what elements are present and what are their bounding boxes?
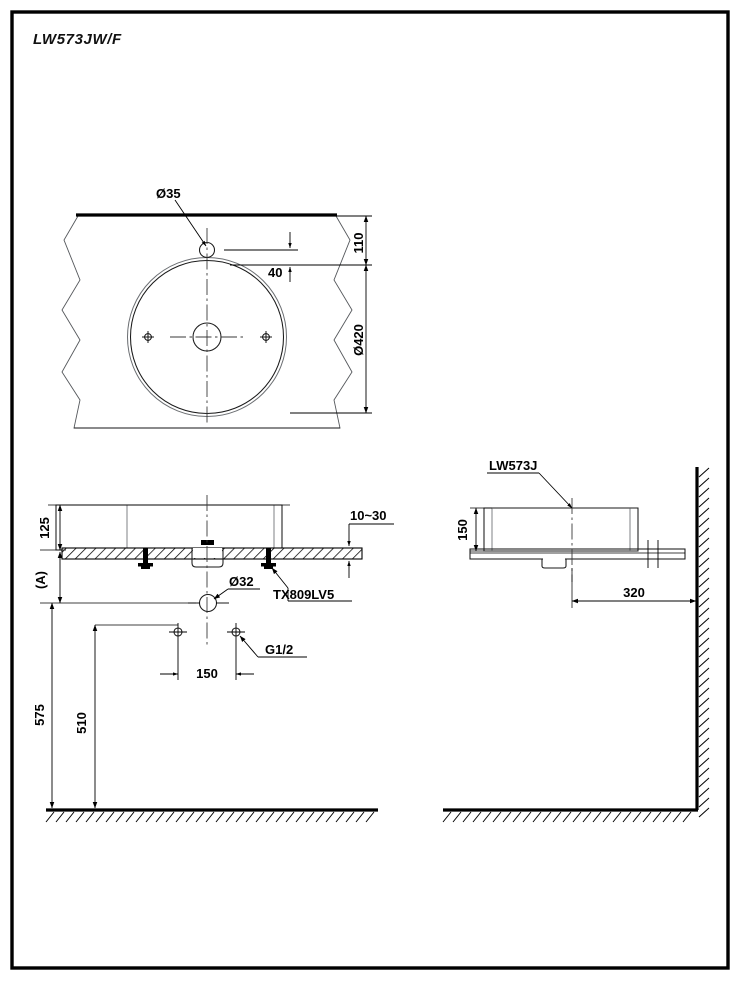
supply-spacing-label: 150: [196, 666, 218, 681]
drawing-title: LW573JW/F: [33, 31, 122, 48]
supply-cross-right: [227, 623, 245, 641]
drain-height-label: 510: [74, 712, 89, 734]
side-floor: [442, 808, 698, 823]
side-bowl-height-label: 150: [455, 519, 470, 541]
fixing-part-label: TX809LV5: [273, 587, 334, 602]
counter-slab-section: [61, 547, 363, 568]
side-floor-hatch: [442, 811, 692, 823]
supply-cross-left: [169, 623, 187, 641]
product-code-leader: [487, 472, 573, 509]
overflow-marker-left: [142, 331, 154, 343]
bowl-diameter-label: Ø420: [351, 324, 366, 356]
product-code-label: LW573J: [489, 458, 537, 473]
bowl-diameter-dimension: [290, 264, 372, 414]
slab-drain-recess: [191, 548, 224, 568]
front-tap-stub: [201, 540, 214, 545]
bowl-height-label: 125: [37, 517, 52, 539]
fixing-bolt-right: [261, 548, 276, 569]
tap-hole-offset-label: 40: [268, 265, 282, 280]
tap-hole-offset-dimension: [224, 232, 298, 282]
tap-hole-diameter-label: Ø35: [156, 186, 181, 201]
projection-label: 320: [623, 585, 645, 600]
drain-diameter-label: Ø32: [229, 574, 254, 589]
side-bowl-height-dimension: [470, 507, 492, 552]
front-elevation-view: TX809LV5 10~30 Ø32: [32, 495, 394, 823]
counter-thickness-dimension: [347, 523, 394, 578]
overall-height-label: 575: [32, 704, 47, 726]
side-counter-slab: [469, 540, 686, 569]
sheet-border: [10, 10, 730, 970]
side-elevation-view: LW573J 150 320: [442, 458, 710, 823]
top-view: Ø35 40 110 Ø420: [61, 186, 372, 429]
side-slab-recess: [541, 559, 567, 569]
fixing-bolt-left: [138, 548, 153, 569]
counter-note-label: (A): [33, 571, 48, 589]
front-basin-body: [55, 504, 283, 551]
fixing-part-leader: [271, 567, 352, 602]
supply-thread-leader: [239, 635, 307, 658]
side-basin-body: [483, 507, 639, 552]
projection-dimension: [571, 568, 697, 608]
front-floor-hatch: [45, 811, 375, 823]
side-wall: [695, 467, 710, 818]
counter-thickness-label: 10~30: [350, 508, 387, 523]
overflow-marker-right: [260, 331, 272, 343]
tap-setback-label: 110: [351, 233, 366, 254]
front-floor: [45, 808, 378, 823]
drain-diameter-leader: [213, 588, 260, 600]
tap-hole-leader: [174, 199, 207, 247]
drain-outlet-circle: [198, 593, 218, 613]
tap-setback-dimension: [298, 215, 372, 266]
side-wall-hatch: [698, 467, 710, 818]
supply-thread-label: G1/2: [265, 642, 293, 657]
supply-spacing-dimension: [160, 641, 254, 680]
